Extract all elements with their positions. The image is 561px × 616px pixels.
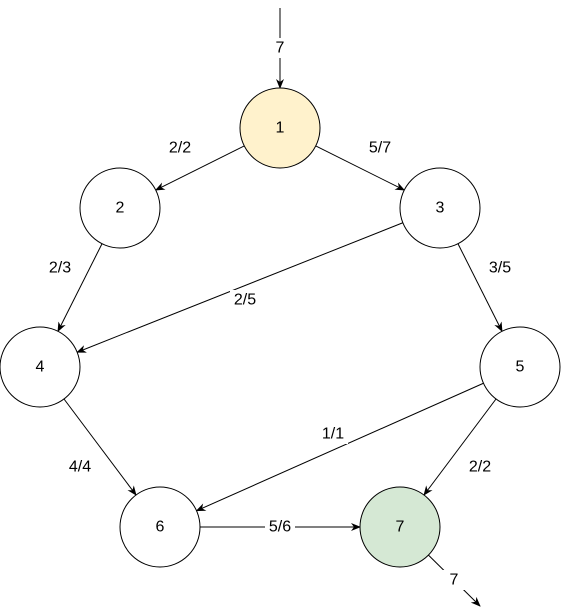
edge-line-3-5 (457, 243, 503, 333)
edges-layer: 7 2/2 5/7 2/3 2/5 3/5 4/4 1/1 2/2 5/6 7 (45, 8, 515, 607)
edge-label-3-5: 3/5 (489, 260, 511, 277)
node-label-2: 2 (116, 200, 125, 217)
edge-5-7: 2/2 (423, 398, 497, 496)
edge-label-5-6: 1/1 (322, 426, 344, 443)
edge-5-6: 1/1 (195, 382, 484, 512)
edge-3-4: 2/5 (76, 222, 404, 353)
edge-label-3-4: 2/5 (234, 292, 256, 309)
edge-label-bg-3-5 (485, 258, 515, 278)
node-label-1: 1 (276, 120, 285, 137)
node-circle-6 (119, 486, 201, 568)
edge-3-5: 3/5 (457, 243, 515, 333)
edge-1-3: 5/7 (315, 138, 406, 191)
edge-label-in: 7 (276, 40, 285, 57)
edge-line-2-4 (57, 243, 103, 333)
edge-label-bg-2-4 (45, 258, 75, 278)
node-label-7: 7 (396, 519, 405, 536)
edge-2-4: 2/3 (45, 243, 103, 333)
node-circle-4 (0, 326, 81, 408)
node-circle-7 (359, 486, 441, 568)
edge-line-5-7 (423, 398, 497, 496)
node-label-3: 3 (436, 200, 445, 217)
edge-label-4-6: 4/4 (69, 459, 91, 476)
edge-line-1-2 (154, 145, 245, 191)
node-label-6: 6 (156, 519, 165, 536)
edge-label-5-7: 2/2 (469, 459, 491, 476)
edge-label-bg-3-4 (230, 290, 260, 310)
edge-line-1-3 (315, 145, 406, 191)
node-6: 6 (119, 486, 201, 568)
node-circle-2 (79, 167, 161, 249)
nodes-layer: 1 2 3 4 5 6 7 (0, 87, 561, 568)
edge-label-2-4: 2/3 (49, 260, 71, 277)
node-circle-5 (479, 326, 561, 408)
edge-line-5-6 (195, 382, 484, 512)
edge-label-bg-out (439, 570, 469, 590)
edge-label-bg-5-6 (318, 424, 348, 444)
node-1: 1 (239, 87, 321, 169)
edge-label-bg-4-6 (65, 457, 95, 477)
edge-label-6-7: 5/6 (269, 519, 291, 536)
edge-label-bg-5-7 (465, 457, 495, 477)
node-3: 3 (399, 167, 481, 249)
edge-label-bg-1-3 (365, 138, 395, 158)
edge-out: 7 (428, 554, 481, 607)
node-circle-3 (399, 167, 481, 249)
edge-4-6: 4/4 (63, 398, 137, 496)
edge-label-out: 7 (450, 572, 459, 589)
edge-line-4-6 (63, 398, 137, 496)
edge-line-3-4 (76, 222, 404, 353)
edge-label-1-3: 5/7 (369, 140, 391, 157)
node-4: 4 (0, 326, 81, 408)
edge-1-2: 2/2 (154, 138, 245, 191)
node-label-5: 5 (516, 359, 525, 376)
edge-6-7: 5/6 (200, 517, 361, 537)
node-2: 2 (79, 167, 161, 249)
node-7: 7 (359, 486, 441, 568)
edge-label-bg-in (265, 38, 295, 58)
edge-label-bg-1-2 (165, 138, 195, 158)
node-5: 5 (479, 326, 561, 408)
edge-label-1-2: 2/2 (169, 140, 191, 157)
node-circle-1 (239, 87, 321, 169)
edge-in: 7 (265, 8, 295, 89)
edge-label-bg-6-7 (265, 517, 295, 537)
node-label-4: 4 (36, 359, 45, 376)
